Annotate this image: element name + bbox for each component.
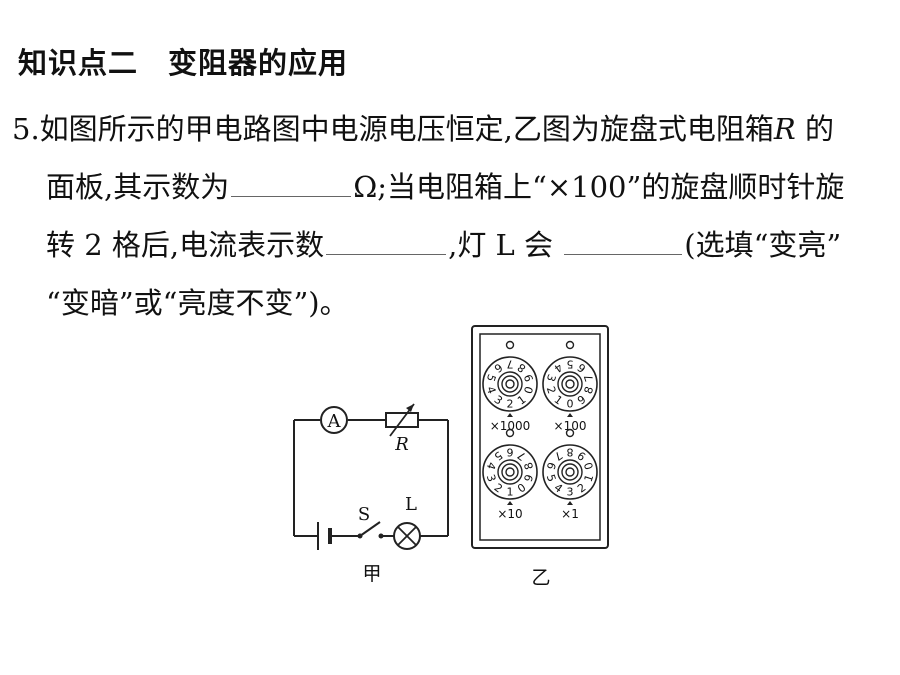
question-text-1: 如图所示的甲电路图中电源电压恒定,乙图为旋盘式电阻箱: [39, 112, 774, 146]
dial-multiplier-label: ×1000: [490, 419, 531, 433]
resistance-box-caption: 乙: [531, 567, 550, 589]
dial-digit: 0: [567, 398, 574, 411]
dial-knob-hole: [505, 340, 515, 350]
dial-pointer: [507, 501, 513, 505]
dial-digit: 1: [582, 473, 597, 484]
dial-hub-ring: [497, 459, 523, 485]
dial-pointer: [567, 413, 573, 417]
question-line-2: 面板,其示数为 Ω;当电阻箱上“×100”的旋盘顺时针旋: [12, 158, 892, 216]
rheostat-symbol: R: [385, 403, 419, 455]
switch-symbol: S: [357, 504, 384, 539]
dial-digit: 3: [484, 473, 499, 484]
dial-digit: 5: [484, 373, 499, 384]
dial-knob-hole: [565, 428, 575, 438]
answer-blank-ammeter[interactable]: [326, 230, 447, 255]
resistor-label: R: [394, 434, 409, 455]
dial-hub-ring: [561, 463, 579, 481]
dial-digit: 8: [522, 461, 537, 472]
dial-hub-ring: [497, 371, 523, 397]
dial-knob-hole: [505, 428, 515, 438]
ammeter-symbol: A: [320, 406, 348, 434]
dial-hub-ring: [501, 375, 519, 393]
dial-digit: 7: [507, 358, 514, 371]
dial-digit: 4: [484, 461, 499, 472]
dial-digit: 6: [544, 461, 559, 472]
dial-hub-ring: [557, 371, 583, 397]
lamp-label: L: [405, 494, 417, 515]
dial-pointer: [567, 501, 573, 505]
question-text-4: “变暗”或“亮度不变”)。: [46, 286, 349, 320]
dial-knob-hole: [565, 340, 575, 350]
dial-hub-ring: [501, 463, 519, 481]
question-5: 5.如图所示的甲电路图中电源电压恒定,乙图为旋盘式电阻箱R 的 面板,其示数为 Ω…: [12, 100, 892, 332]
resistance-variable: R: [773, 112, 796, 146]
dial-digit: 6: [507, 446, 514, 459]
answer-blank-lamp[interactable]: [564, 230, 683, 255]
battery-symbol: [317, 522, 332, 550]
question-text-2: 面板,其示数为: [46, 170, 230, 204]
dial-multiplier-label: ×1: [561, 507, 579, 521]
answer-blank-resistance[interactable]: [231, 172, 352, 197]
dial-multiplier-label: ×100: [554, 419, 587, 433]
dial-hub-ring: [561, 375, 579, 393]
circuit-diagram: A R S L 甲: [293, 403, 449, 585]
dial-hub-ring: [565, 467, 575, 477]
dial-digit: 8: [567, 446, 574, 459]
dial-digit: 5: [544, 473, 559, 484]
ammeter-label: A: [327, 411, 342, 432]
dial-digit: 8: [582, 385, 597, 396]
dial-digit: 3: [544, 373, 559, 384]
question-line-3: 转 2 格后,电流表示数 ,灯 L 会 (选填“变亮”: [12, 216, 892, 274]
dial-digit: 4: [484, 385, 499, 396]
question-text-3-mid: ,灯 L 会: [448, 228, 554, 262]
dial-digit: 3: [567, 486, 574, 499]
question-text-3: 转 2 格后,电流表示数: [46, 228, 325, 262]
dial-hub-ring: [557, 459, 583, 485]
dial-digit: 2: [507, 398, 514, 411]
dial-digit: 5: [567, 358, 574, 371]
dial-digit: 0: [582, 461, 597, 472]
dial-digit: 2: [544, 385, 559, 396]
dial-hub-ring: [505, 379, 515, 389]
dial-digit: 7: [582, 373, 597, 384]
switch-label: S: [358, 504, 370, 525]
question-line-1: 5.如图所示的甲电路图中电源电压恒定,乙图为旋盘式电阻箱R 的: [12, 100, 892, 158]
section-title: 知识点二 变阻器的应用: [18, 46, 349, 80]
question-text-2-end: Ω;当电阻箱上“×100”的旋盘顺时针旋: [353, 170, 845, 204]
dial-digit: 9: [522, 373, 537, 384]
circuit-caption: 甲: [362, 563, 381, 585]
question-text-1-end: 的: [804, 112, 834, 146]
dial-digit: 9: [522, 473, 537, 484]
dial-digit: 0: [522, 385, 537, 396]
dial-multiplier-label: ×10: [497, 507, 522, 521]
dial-hub-ring: [565, 379, 575, 389]
dial-hub-ring: [505, 467, 515, 477]
dial-digit: 1: [507, 486, 514, 499]
question-line-4: “变暗”或“亮度不变”)。: [12, 274, 892, 332]
question-text-3-end: (选填“变亮”: [684, 228, 842, 262]
question-number: 5.: [12, 112, 40, 146]
lamp-symbol: L: [393, 494, 421, 550]
dial-pointer: [507, 413, 513, 417]
